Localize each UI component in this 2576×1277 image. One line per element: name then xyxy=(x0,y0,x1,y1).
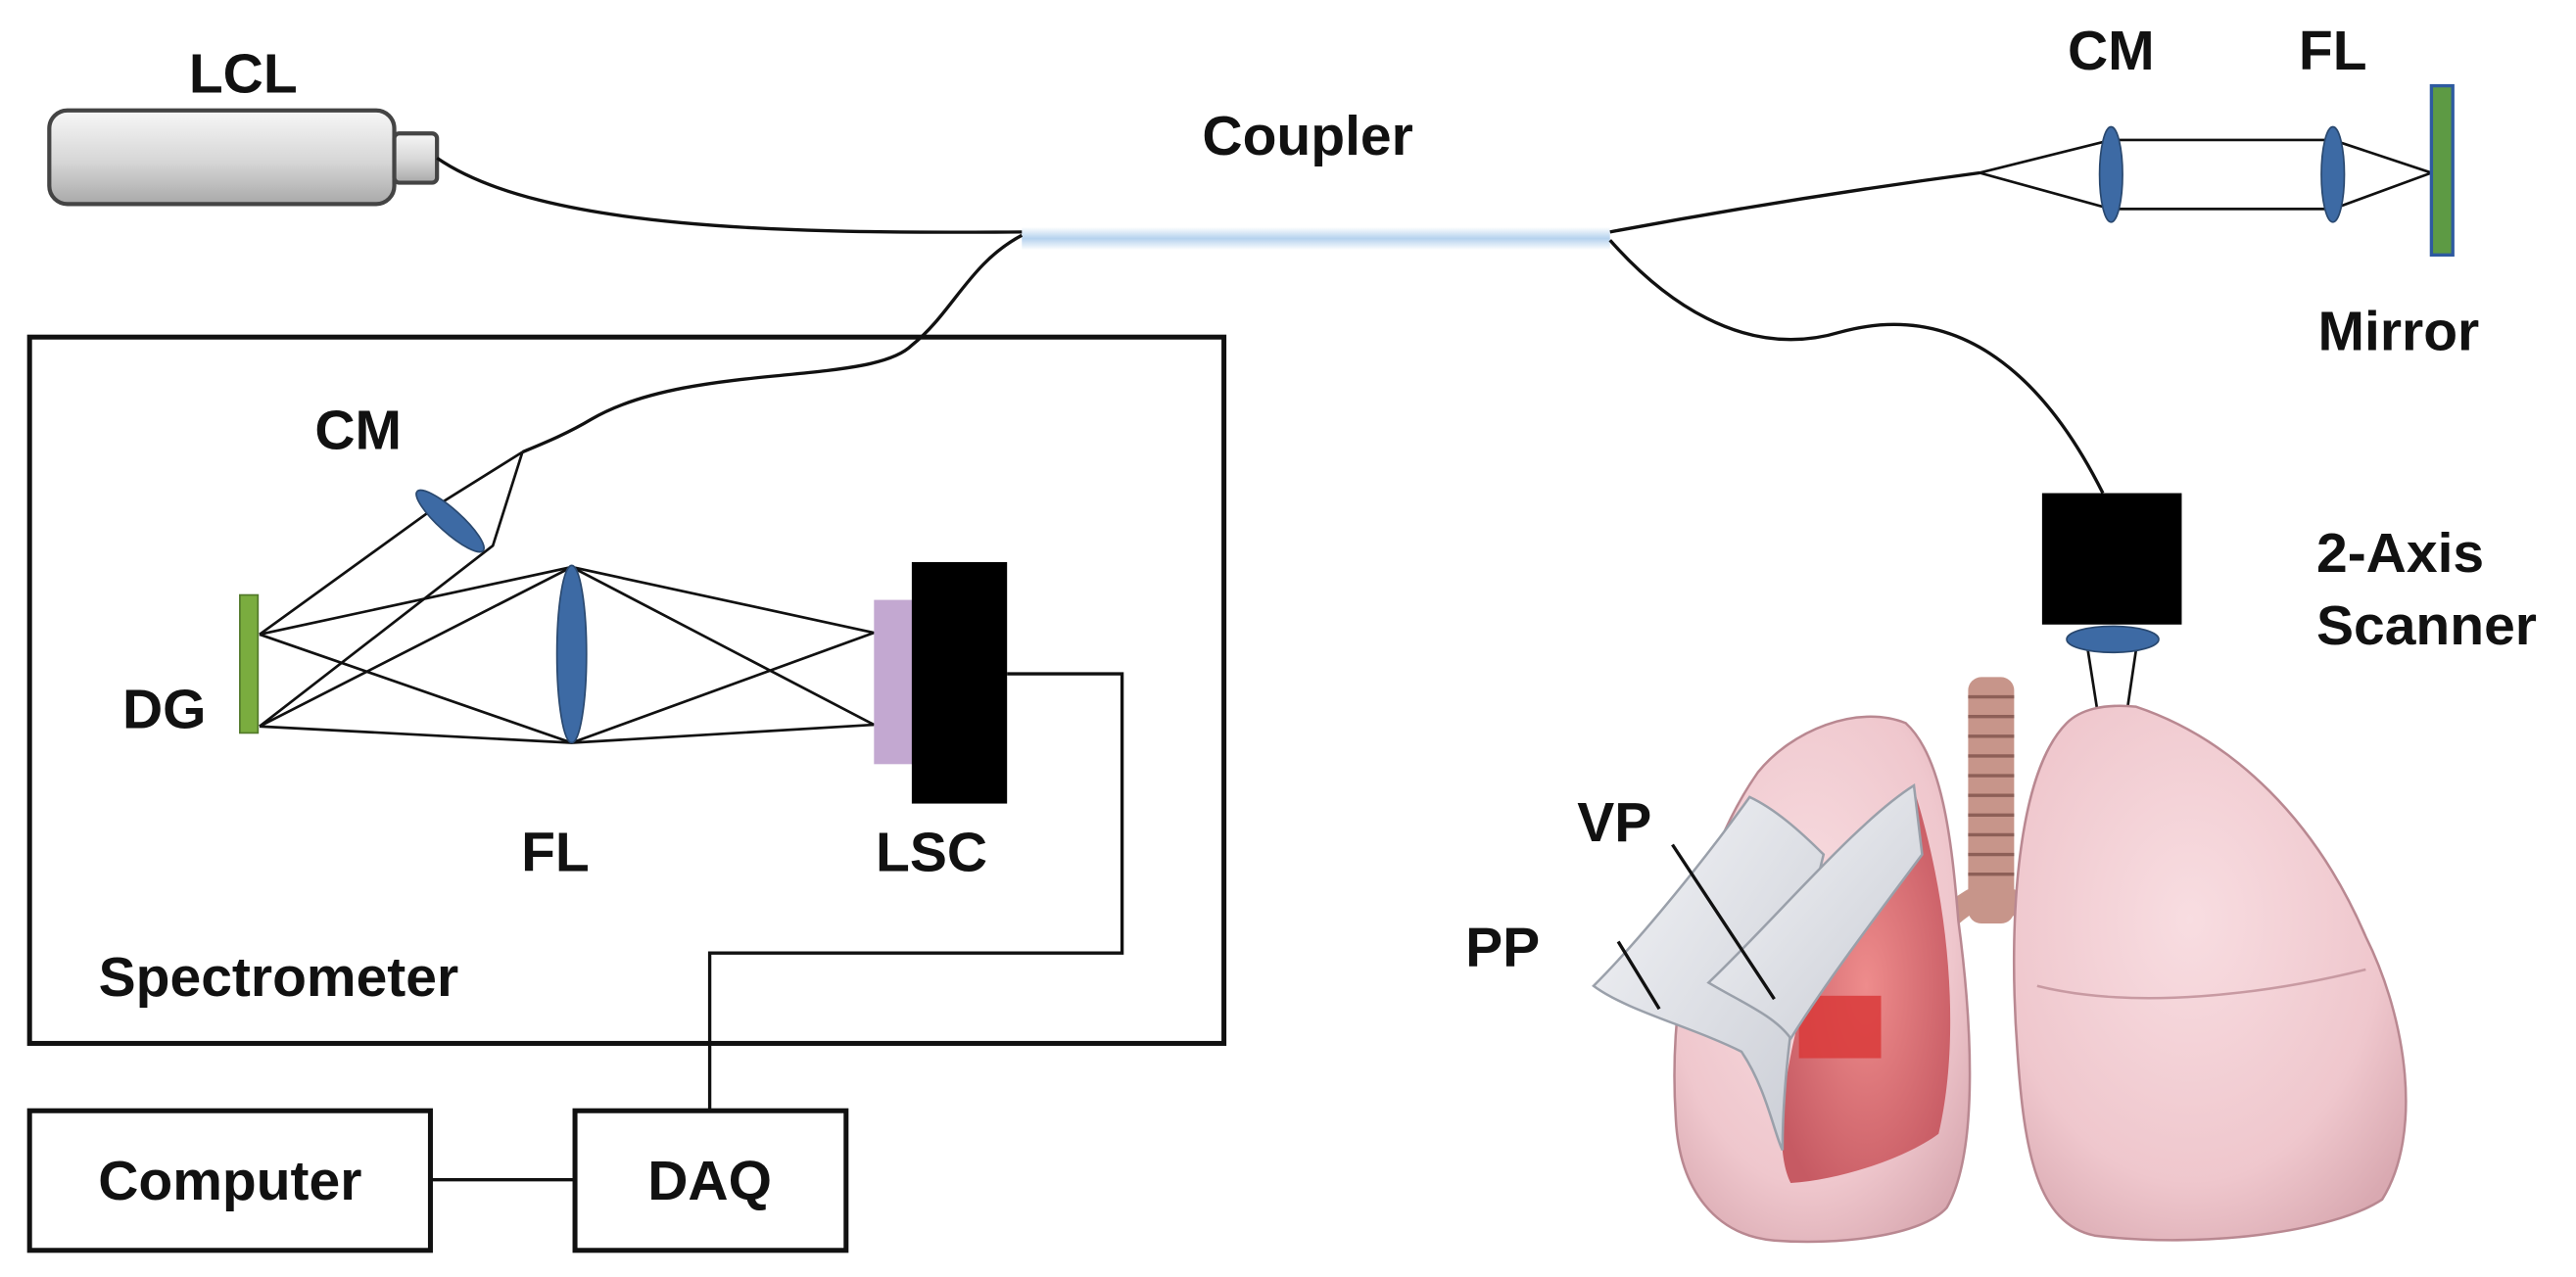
reference-arm: CM FL Mirror xyxy=(1974,20,2479,363)
camera-window xyxy=(874,599,914,765)
spec-cm-label: CM xyxy=(314,399,402,461)
lsc-label: LSC xyxy=(876,821,987,883)
ref-cm-label: CM xyxy=(2068,20,2155,82)
pp-pointer xyxy=(1616,940,1661,1011)
scanner-label-line2: Scanner xyxy=(2316,594,2537,657)
objective-lens xyxy=(2066,625,2160,654)
daq-unit: DAQ xyxy=(572,1108,849,1253)
laser-source-icon xyxy=(47,108,440,207)
spec-focus-lens xyxy=(555,564,588,744)
light-source: LCL xyxy=(47,42,440,207)
diffraction-grating xyxy=(239,593,260,734)
coupler-body xyxy=(1022,226,1610,251)
ref-fl-label: FL xyxy=(2299,20,2367,82)
fiber-sample xyxy=(1608,239,2105,495)
spectrometer-box xyxy=(26,334,1227,1046)
computer-unit: Computer xyxy=(26,1108,433,1253)
daq-label: DAQ xyxy=(647,1150,772,1212)
mirror-label: Mirror xyxy=(2317,301,2479,363)
computer-label: Computer xyxy=(98,1150,361,1212)
coupler-label: Coupler xyxy=(1202,105,1412,167)
exposed-tissue xyxy=(1782,788,1951,1184)
vp-pointer xyxy=(1671,843,1776,1001)
spec-collimator-lens xyxy=(415,489,485,553)
reference-beam xyxy=(1974,138,2436,211)
fiber-spectrometer xyxy=(521,233,1024,454)
lcl-label: LCL xyxy=(189,42,298,105)
fiber-coupler: Coupler xyxy=(1022,105,1610,251)
galvo-scanner-icon xyxy=(2041,493,2182,625)
visceral-pleura-flap xyxy=(1706,782,1924,1041)
computer-box xyxy=(26,1108,433,1253)
fiber-source xyxy=(436,157,1023,234)
lungs-illustration: VP PP xyxy=(1465,677,2408,1244)
fiber-reference xyxy=(1609,170,1980,234)
spectrometer-label: Spectrometer xyxy=(99,946,459,1009)
spectrometer: CM DG FL LSC Spectrometer xyxy=(26,334,1227,1046)
reference-mirror xyxy=(2429,83,2455,258)
ref-collimator-lens xyxy=(2098,125,2123,223)
scanner-label-line1: 2-Axis xyxy=(2316,522,2484,585)
vp-label: VP xyxy=(1577,791,1651,854)
parietal-pleura-flap xyxy=(1592,795,1826,1152)
camera-daq-cable xyxy=(707,672,1124,1111)
sample-arm: 2-Axis Scanner xyxy=(2041,493,2537,809)
spec-fl-label: FL xyxy=(521,821,590,883)
line-scan-camera xyxy=(911,562,1008,804)
dg-label: DG xyxy=(122,678,207,740)
ref-focus-lens xyxy=(2320,125,2346,223)
pp-label: PP xyxy=(1465,917,1540,979)
lung-right xyxy=(2012,704,2408,1242)
